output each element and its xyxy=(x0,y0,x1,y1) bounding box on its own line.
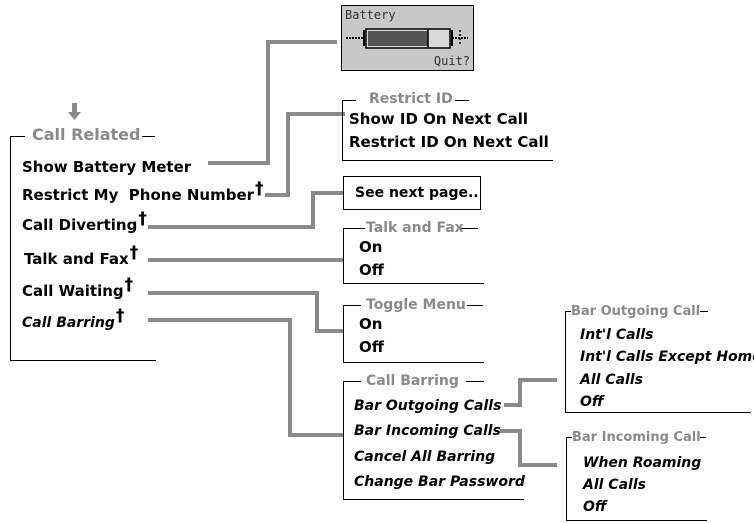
menu-item-show-battery-meter[interactable]: Show Battery Meter xyxy=(22,158,191,176)
menu-item-label: Restrict My Phone Number xyxy=(22,186,255,204)
call-barring-border-left xyxy=(343,381,361,382)
battery-screen-title: Battery xyxy=(345,8,396,22)
bar-outgoing-option-intl[interactable]: Int'l Calls xyxy=(580,327,654,343)
talk-fax-border-right xyxy=(460,228,478,229)
menu-item-label: Call Waiting xyxy=(22,282,124,300)
bar-incoming-option-roaming[interactable]: When Roaming xyxy=(583,455,702,471)
dagger-mark: † xyxy=(129,243,139,263)
bar-incoming-option-all[interactable]: All Calls xyxy=(583,477,646,493)
menu-item-label: Call Diverting xyxy=(22,216,138,234)
talk-fax-border-left xyxy=(343,228,365,229)
call-barring-option-change-password[interactable]: Change Bar Password xyxy=(354,474,525,490)
call-barring-box xyxy=(343,381,524,500)
bar-incoming-box xyxy=(566,437,707,521)
dagger-mark: † xyxy=(255,179,264,199)
toggle-menu-option-off[interactable]: Off xyxy=(359,338,384,356)
bar-outgoing-border-left xyxy=(565,311,571,312)
call-related-title: Call Related xyxy=(32,125,141,144)
restrict-id-border-right xyxy=(455,100,469,101)
dagger-mark: † xyxy=(138,209,147,229)
menu-item-label: Show Battery Meter xyxy=(22,158,192,176)
restrict-id-box xyxy=(342,100,553,161)
talk-fax-title: Talk and Fax xyxy=(366,220,464,236)
call-barring-option-bar-outgoing[interactable]: Bar Outgoing Calls xyxy=(354,398,502,414)
call-related-menu-box xyxy=(10,136,156,361)
bar-incoming-border-left xyxy=(566,437,572,438)
call-barring-option-bar-incoming[interactable]: Bar Incoming Calls xyxy=(354,423,501,439)
talk-fax-option-off[interactable]: Off xyxy=(359,261,384,279)
dagger-mark: † xyxy=(115,306,125,326)
talk-fax-box xyxy=(343,228,484,284)
restrict-id-option-restrict[interactable]: Restrict ID On Next Call xyxy=(349,133,549,151)
restrict-id-border-left xyxy=(342,100,356,101)
call-barring-title: Call Barring xyxy=(366,373,459,389)
bar-incoming-option-off[interactable]: Off xyxy=(583,499,607,515)
see-next-page-label[interactable]: See next page.. xyxy=(355,185,479,201)
menu-item-call-diverting[interactable]: Call Diverting† xyxy=(22,210,147,234)
menu-item-call-barring[interactable]: Call Barring† xyxy=(22,307,124,332)
menu-item-call-waiting[interactable]: Call Waiting† xyxy=(22,276,133,300)
bar-outgoing-title: Bar Outgoing Call xyxy=(571,304,701,319)
bar-incoming-border-right xyxy=(700,437,706,438)
bar-outgoing-border-right xyxy=(700,311,708,312)
battery-gauge xyxy=(346,28,468,49)
bar-incoming-title: Bar Incoming Call xyxy=(572,430,701,445)
call-barring-option-cancel-all[interactable]: Cancel All Barring xyxy=(354,449,496,465)
menu-item-label: Call Barring xyxy=(22,315,115,331)
toggle-menu-border-right xyxy=(467,305,483,306)
call-barring-border-right xyxy=(466,381,484,382)
toggle-menu-border-left xyxy=(343,305,361,306)
battery-meter-screen: Battery Quit? xyxy=(341,5,474,71)
menu-item-restrict-phone-number[interactable]: Restrict My Phone Number† xyxy=(22,180,264,204)
see-next-page-box xyxy=(343,176,481,210)
dagger-mark: † xyxy=(124,275,134,295)
menu-item-talk-and-fax[interactable]: Talk and Fax† xyxy=(24,244,138,268)
restrict-id-title: Restrict ID xyxy=(369,91,453,107)
bar-outgoing-option-intl-except-home[interactable]: Int'l Calls Except Home xyxy=(580,349,754,365)
battery-quit-option[interactable]: Quit? xyxy=(433,54,470,68)
toggle-menu-title: Toggle Menu xyxy=(366,297,466,313)
bar-outgoing-box xyxy=(565,311,751,413)
bar-outgoing-option-off[interactable]: Off xyxy=(580,394,604,410)
toggle-menu-option-on[interactable]: On xyxy=(359,315,383,333)
menu-top-border-left xyxy=(10,136,25,137)
toggle-menu-box xyxy=(343,305,484,363)
menu-top-border-right xyxy=(142,136,155,137)
restrict-id-option-show[interactable]: Show ID On Next Call xyxy=(349,110,528,128)
bar-outgoing-option-all[interactable]: All Calls xyxy=(580,372,643,388)
menu-item-label: Talk and Fax xyxy=(24,250,129,268)
talk-fax-option-on[interactable]: On xyxy=(359,238,383,256)
